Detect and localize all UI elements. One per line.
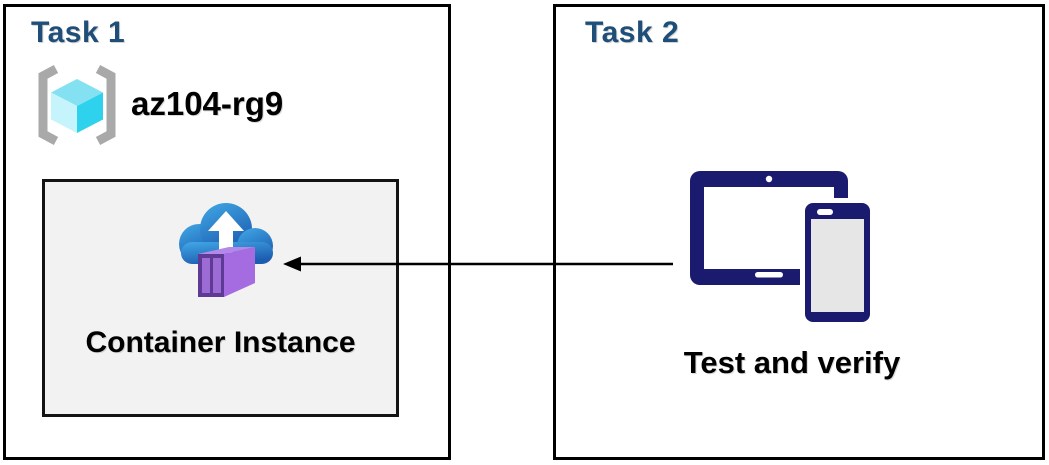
test-and-verify-label: Test and verify: [683, 345, 901, 380]
container-instance-icon: [171, 198, 281, 308]
container-instance-label: Container Instance: [85, 326, 356, 359]
task2-title: Task 2: [585, 16, 680, 49]
resource-group-icon: [34, 63, 120, 152]
resource-group-name: az104-rg9: [131, 85, 284, 122]
task1-title: Task 1: [31, 16, 126, 49]
container-instance-box: Container Instance: [42, 179, 399, 417]
task2-box: Task 2 Test and verify: [553, 4, 1045, 460]
tablet-and-phone-icon: [681, 167, 875, 332]
task1-box: Task 1 az104-rg9: [3, 4, 451, 460]
